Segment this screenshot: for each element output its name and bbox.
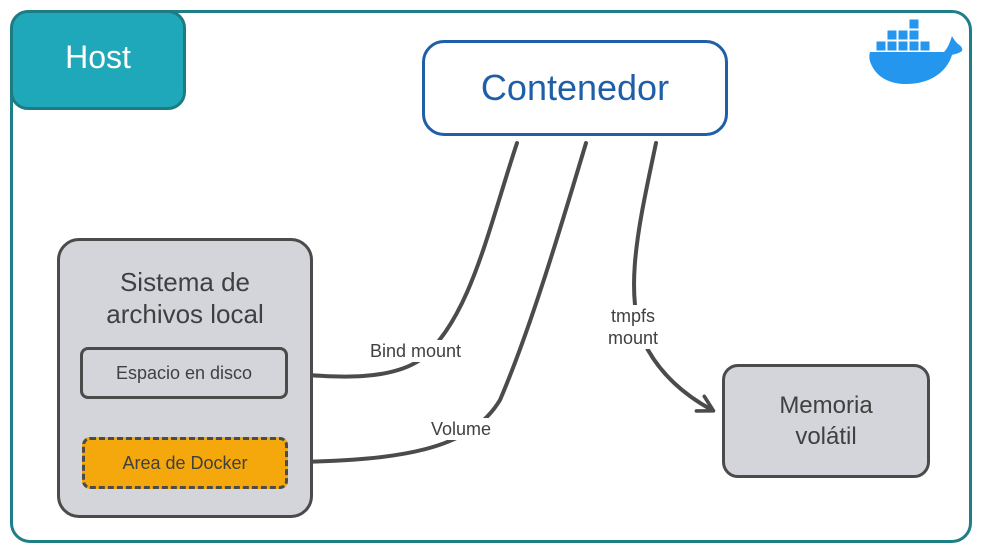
bind-mount-label: Bind mount (368, 340, 464, 362)
volume-label: Volume (429, 418, 494, 440)
host-label-text: Host (65, 38, 131, 75)
tmpfs-label-line1: tmpfs (611, 306, 656, 326)
container-node: Contenedor (422, 40, 728, 136)
memory-label-line2: volátil (795, 423, 857, 450)
host-label: Host (10, 10, 186, 110)
tmpfs-mount-arrow (632, 141, 712, 410)
volatile-memory-node: Memoria volátil (722, 364, 930, 478)
filesystem-title: Sistema de archivos local (60, 266, 310, 330)
docker-area-label: Area de Docker (122, 452, 248, 473)
docker-area-node: Area de Docker (82, 437, 288, 489)
disk-space-node: Espacio en disco (80, 347, 288, 399)
filesystem-title-line2: archivos local (106, 299, 264, 329)
volume-arrow (296, 141, 588, 462)
disk-space-label: Espacio en disco (115, 362, 253, 383)
memory-label-line1: Memoria (779, 392, 873, 419)
tmpfs-label-line2: mount (608, 328, 659, 348)
docker-whale-icon (869, 18, 963, 84)
tmpfs-mount-label: tmpfs mount (606, 305, 661, 349)
container-label: Contenedor (480, 67, 670, 108)
filesystem-title-line1: Sistema de (119, 267, 251, 297)
